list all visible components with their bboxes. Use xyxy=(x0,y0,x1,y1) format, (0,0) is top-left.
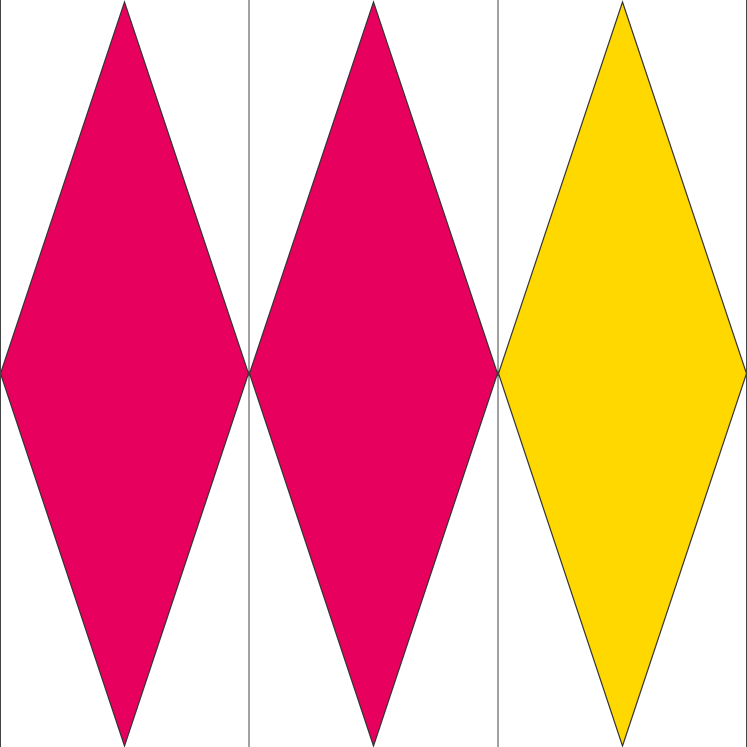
panel-2 xyxy=(248,0,499,747)
diamond-shape-1 xyxy=(0,0,250,747)
diamond-shape-3 xyxy=(497,0,747,747)
panel-1 xyxy=(0,0,250,747)
diamond-shape-2 xyxy=(248,0,499,747)
panel-3 xyxy=(497,0,747,747)
